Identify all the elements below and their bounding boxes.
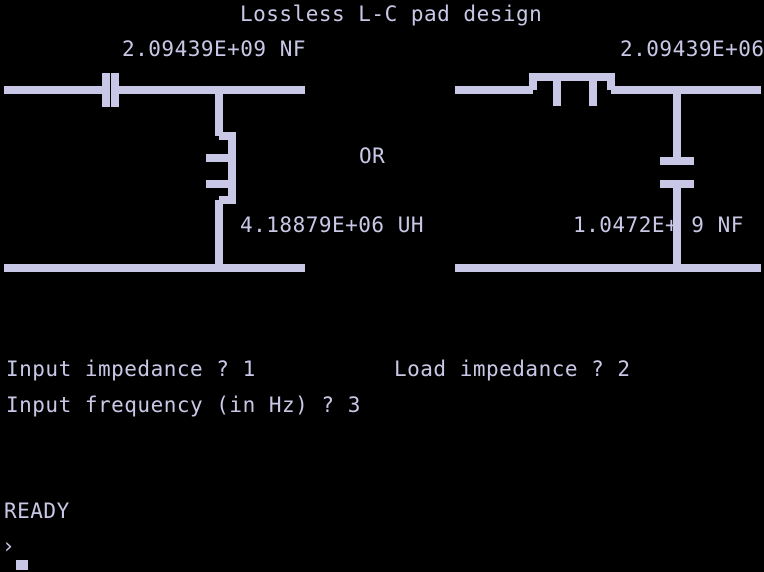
- command-prompt-symbol: ›: [2, 534, 16, 558]
- right-inductor-value: 2.09439E+06: [620, 37, 764, 61]
- load-impedance-prompt: Load impedance ? 2: [394, 357, 631, 381]
- right-series-inductor: [529, 73, 615, 106]
- left-capacitor-value: 2.09439E+09 NF: [122, 37, 307, 61]
- left-circuit: [4, 73, 305, 272]
- block-cursor-icon[interactable]: [16, 560, 28, 570]
- ready-status: READY: [4, 499, 70, 523]
- input-frequency-prompt: Input frequency (in Hz) ? 3: [6, 393, 361, 417]
- input-impedance-prompt: Input impedance ? 1: [6, 357, 256, 381]
- right-circuit: [455, 73, 761, 272]
- left-inductor-value: 4.18879E+06 UH: [240, 213, 425, 237]
- screen-title: Lossless L-C pad design: [240, 2, 543, 26]
- right-capacitor-value: 1.0472E+ 9 NF: [573, 213, 744, 237]
- or-separator: OR: [359, 144, 386, 168]
- left-inductor-coil: [206, 132, 236, 204]
- circuit-diagrams: [4, 73, 761, 272]
